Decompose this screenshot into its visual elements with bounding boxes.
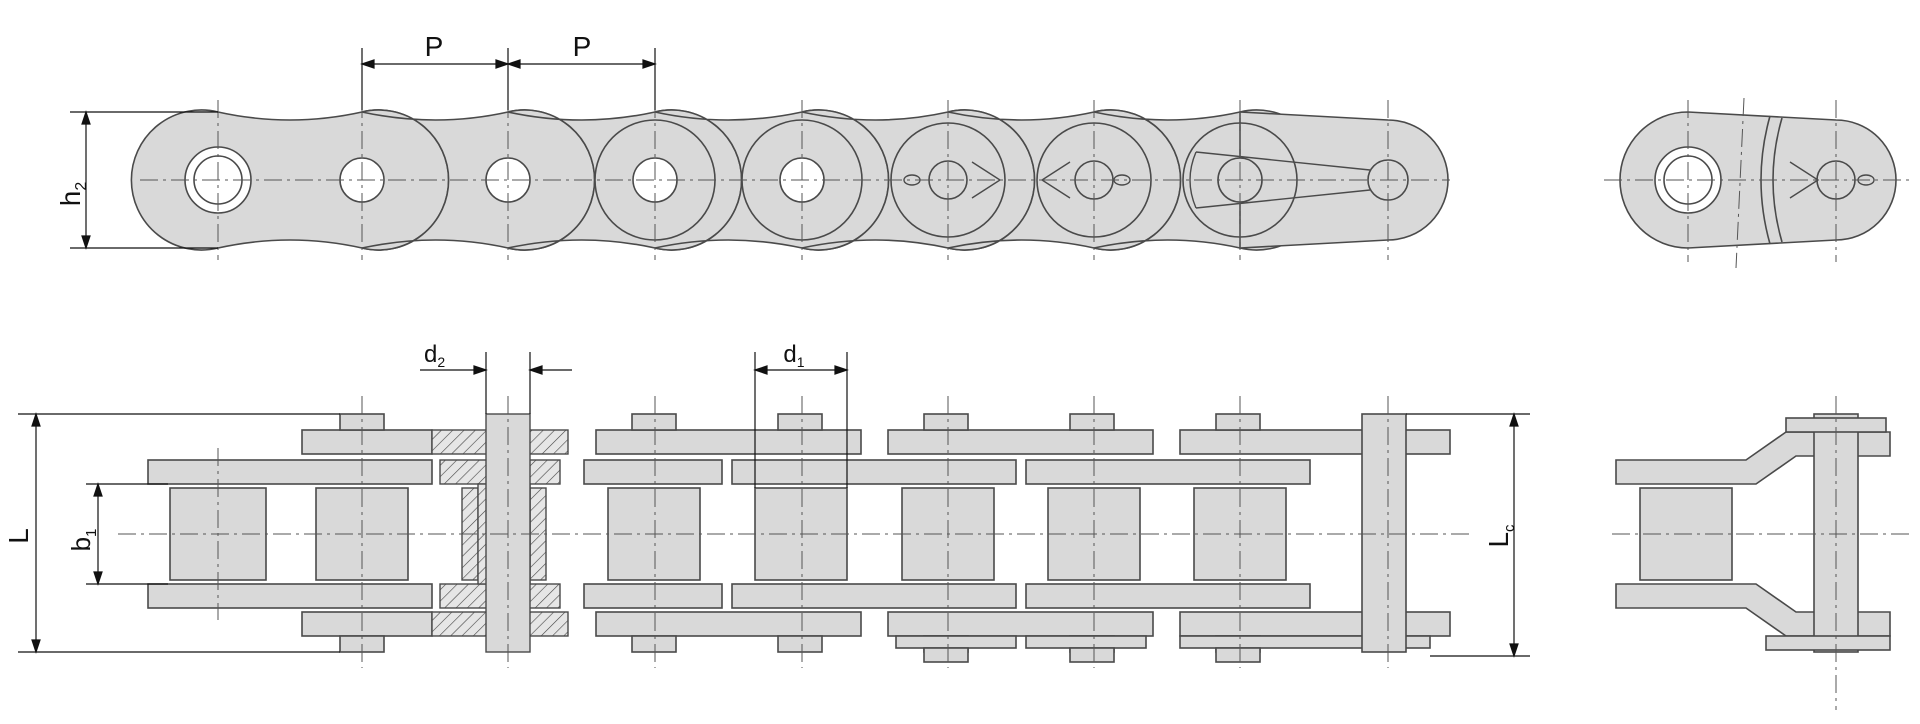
plate-height-label: h2 (55, 182, 90, 207)
pitch-label-1: P (425, 31, 444, 62)
offset-link-plan-view (1615, 413, 1891, 653)
chain-plan-view (147, 413, 1451, 663)
connecting-width-label: Lc (1483, 524, 1518, 548)
pin-diameter-label: d2 (424, 341, 445, 370)
overall-width-label: L (3, 528, 34, 544)
pitch-label-2: P (573, 31, 592, 62)
roller-diameter-label: d1 (783, 341, 804, 370)
inner-width-label: b1 (66, 529, 100, 552)
sectioned-pin (431, 413, 569, 653)
